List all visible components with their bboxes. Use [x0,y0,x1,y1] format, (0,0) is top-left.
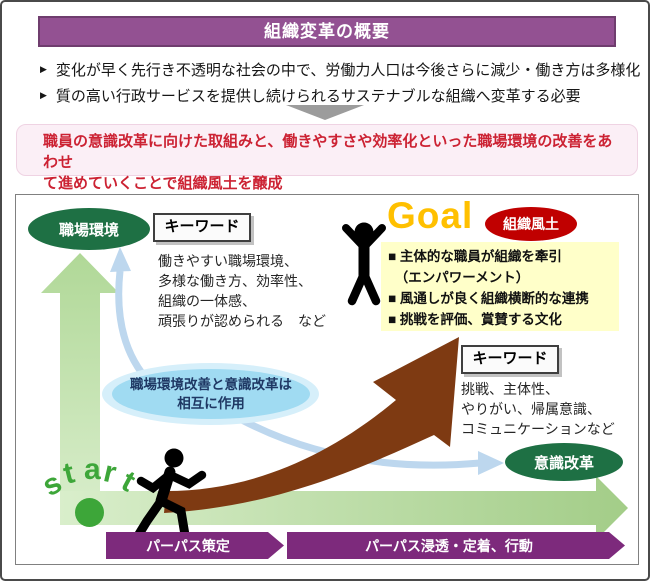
page-title: 組織変革の概要 [38,16,616,47]
diagram-panel: 職場環境 キーワード 働きやすい職場環境、 多様な働き方、効率性、 組織の一体感… [15,194,639,565]
mutual-ellipse: 職場環境改善と意識改革は 相互に作用 [112,369,310,419]
list-item: ■ 風通しが良く組織横断的な連携 [388,291,589,306]
goal-points-box: ■ 主体的な職員が組織を牽引 （エンパワーメント） ■ 風通しが良く組織横断的な連… [381,242,619,331]
workplace-env-ellipse: 職場環境 [28,208,150,250]
bullet-text: 変化が早く先行き不透明な社会の中で、労働力人口は今後さらに減少・働き方は多様化 [55,62,641,79]
list-item: ■ 主体的な職員が組織を牽引 [388,249,562,264]
summary-callout: 職員の意識改革に向けた取組みと、働きやすさや効率化といった職場環境の改善をあわせ… [16,124,638,192]
list-item: （エンパワーメント） [388,270,530,285]
keyword-box-2: キーワード [461,345,559,374]
diagram-shapes [41,222,628,544]
start-letter: a [84,453,101,486]
bullet-marker-icon: ▶ [40,90,47,100]
start-dot-icon [75,498,104,527]
keyword-box-1: キーワード [153,213,251,242]
celebrating-person-icon [342,222,386,306]
phase1-chevron: パーパス策定 [106,532,284,559]
keyword-list-2: 挑戦、主体性、 やりがい、帰属意識、 コミュニケーションなど [461,381,615,437]
bullet-text: 質の高い行政サービスを提供し続けられるサステナブルな組織へ変革する必要 [55,88,581,105]
list-item: ▶ 変化が早く先行き不透明な社会の中で、労働力人口は今後さらに減少・働き方は多様化 [40,59,640,85]
intro-bullets: ▶ 変化が早く先行き不透明な社会の中で、労働力人口は今後さらに減少・働き方は多様化… [40,59,640,111]
keyword-list-1: 働きやすい職場環境、 多様な働き方、効率性、 組織の一体感、 頑張りが認められる… [158,253,326,329]
start-letter: r [100,455,120,490]
down-arrow-icon [286,105,364,120]
culture-ellipse: 組織風土 [485,207,577,241]
green-up-arrow-icon [41,253,119,521]
awareness-ellipse: 意識改革 [505,443,623,481]
phase2-chevron: パーパス浸透・定着、行動 [287,532,625,559]
brown-growth-arrow-icon [164,337,459,513]
list-item: ▶ 質の高い行政サービスを提供し続けられるサステナブルな組織へ変革する必要 [40,85,626,111]
goal-label: Goal [387,195,474,236]
start-letter: t [116,464,141,499]
bullet-marker-icon: ▶ [40,64,47,74]
list-item: ■ 挑戦を評価、賞賛する文化 [388,312,562,327]
